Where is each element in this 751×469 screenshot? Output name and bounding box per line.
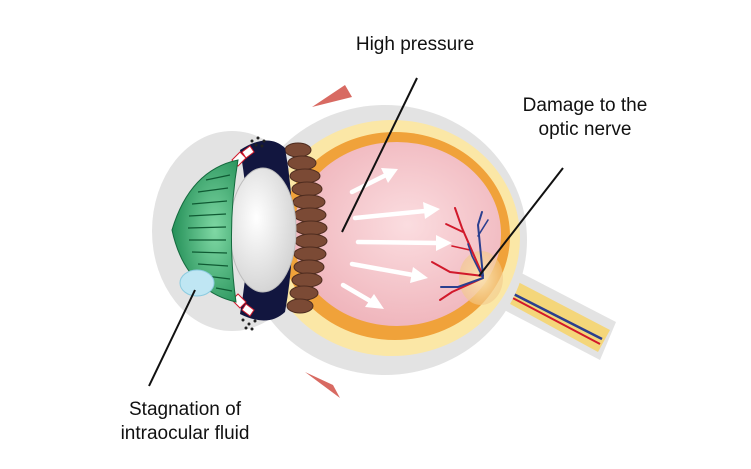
label-optic-nerve-damage: Damage to the optic nerve [480,94,690,142]
dots [241,136,266,331]
leader-optic-damage [478,167,564,277]
retinal-vessels [431,207,489,301]
label-high-pressure-text: High pressure [355,34,475,55]
ciliary-body [284,142,328,314]
muscle-bottom [305,372,340,398]
leader-stagnation [148,289,196,387]
label-stagnation-line-1: Stagnation of [129,399,241,420]
leader-high-pressure [341,77,418,233]
muscle-top [312,85,352,107]
label-optic-damage-line-1: Damage to the [522,95,648,116]
label-stagnation-line-2: intraocular fluid [120,423,250,444]
pressure-arrows [340,168,452,309]
cornea-striations [187,174,233,292]
label-optic-damage-line-2: optic nerve [538,119,632,140]
label-fluid-stagnation: Stagnation of intraocular fluid [60,398,310,446]
lens [229,167,297,293]
stagnant-fluid [179,269,215,297]
label-high-pressure: High pressure [300,33,530,57]
vitreous-body [293,142,501,326]
